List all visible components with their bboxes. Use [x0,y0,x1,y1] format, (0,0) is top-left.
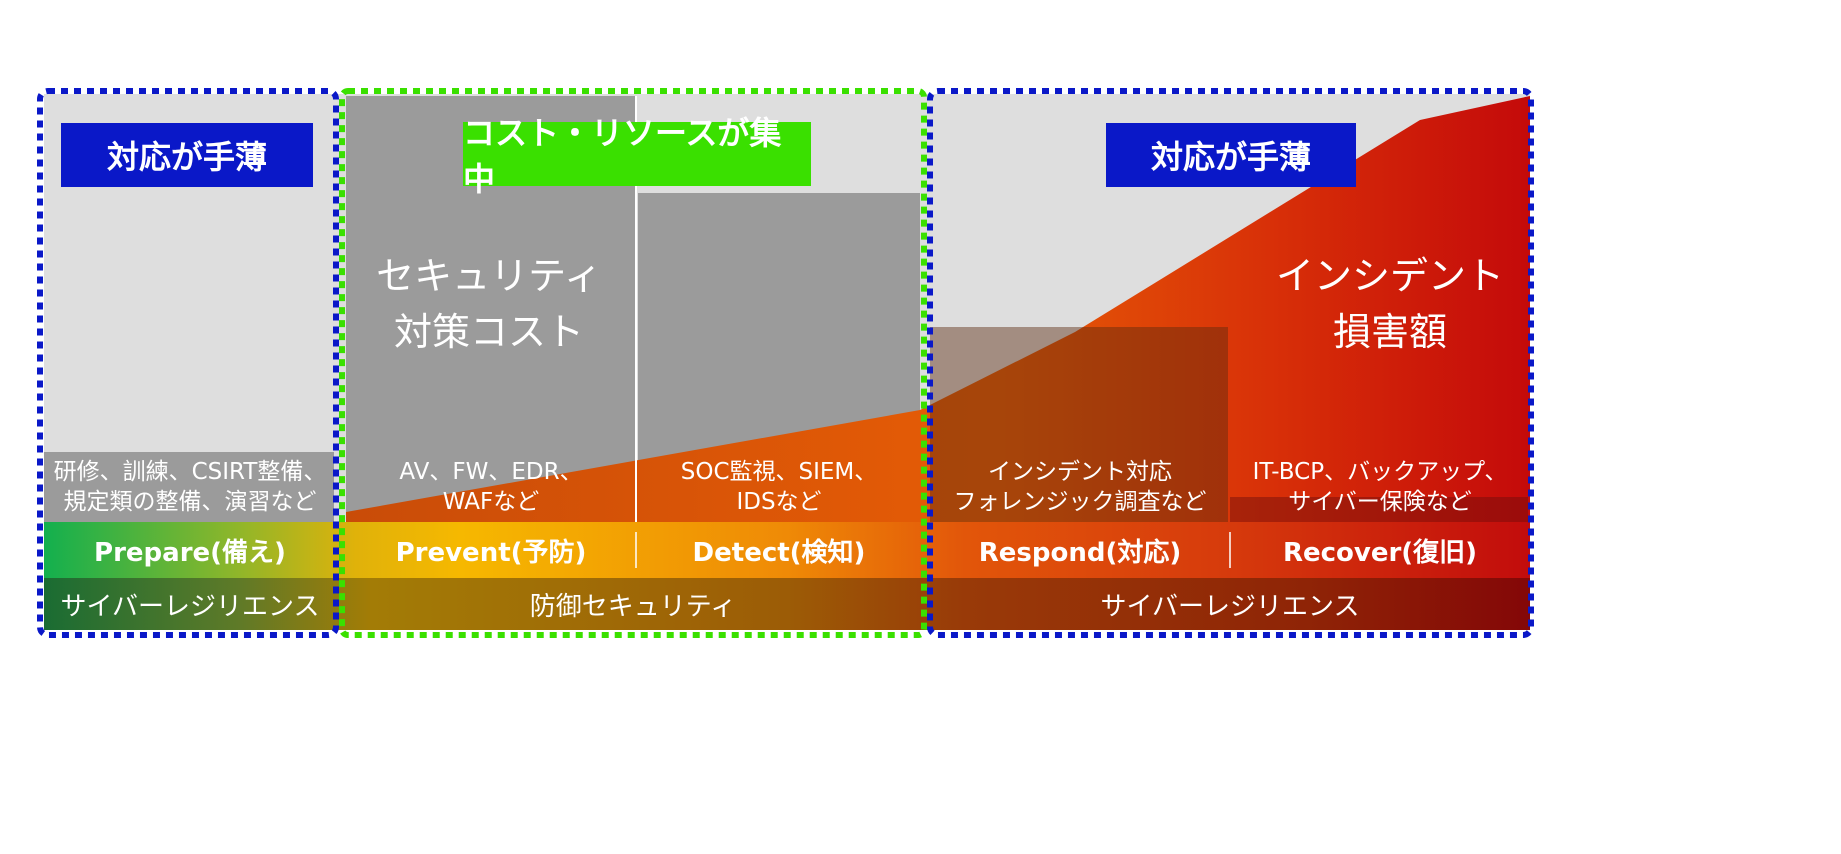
security-cost-label: セキュリティ 対策コスト [376,254,602,354]
right-badge-label: 対応が手薄 [1150,138,1311,176]
right-resilience-border [927,88,1534,638]
category-left: サイバーレジリエンス [60,591,320,622]
incident-damage-area [346,96,1530,522]
middle-badge: コスト・リソースが集中 [463,114,811,198]
category-middle: 防御セキュリティ [529,591,737,622]
prepare-note: 研修、訓練、CSIRT整備、 規定類の整備、演習など [53,459,327,515]
category-band [44,578,1530,630]
left-badge-label: 対応が手薄 [106,138,267,176]
phase-detect: Detect(検知) [692,537,866,568]
phase-respond: Respond(対応) [978,537,1182,568]
phase-recover: Recover(復旧) [1282,537,1478,568]
respond-note: インシデント対応 フォレンジック調査など [953,459,1207,515]
category-right: サイバーレジリエンス [1100,591,1360,622]
middle-badge-label: コスト・リソースが集中 [463,114,782,198]
left-badge: 対応が手薄 [61,123,313,187]
recover-cost-block [1230,497,1528,522]
recover-note: IT-BCP、バックアップ、 サイバー保険など [1252,459,1508,515]
incident-damage-label: インシデント 損害額 [1275,254,1504,354]
right-badge: 対応が手薄 [1106,123,1356,187]
phase-row [44,522,1530,578]
prevent-note: AV、FW、EDR、 WAFなど [399,459,583,515]
defense-border [339,88,927,638]
phase-prevent: Prevent(予防) [395,537,587,568]
prepare-cost-block [44,452,334,522]
phase-prepare: Prepare(備え) [94,537,286,568]
respond-cost-block [930,327,1228,522]
detect-note: SOC監視、SIEM、 IDSなど [680,459,878,515]
